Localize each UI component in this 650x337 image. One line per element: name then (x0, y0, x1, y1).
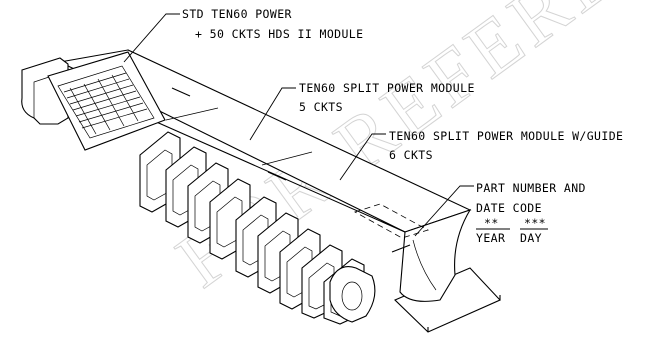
leader-lines (123, 13, 474, 237)
hds-module (21, 51, 166, 151)
callout-part-number-line1: PART NUMBER AND (476, 181, 586, 195)
connector-body (47, 49, 501, 333)
callout-split-guide: TEN60 SPLIT POWER MODULE W/GUIDE 6 CKTS (389, 129, 623, 162)
day-code: *** (524, 216, 546, 230)
leader-std-power (123, 13, 180, 63)
pin-field (63, 72, 148, 135)
guide-post (329, 266, 376, 323)
callout-part-number: PART NUMBER AND DATE CODE ** YEAR *** DA… (476, 181, 586, 245)
callout-std-power-line1: STD TEN60 POWER (182, 7, 292, 21)
day-label: DAY (520, 231, 542, 245)
leader-part-number (414, 185, 474, 237)
callout-split-power: TEN60 SPLIT POWER MODULE 5 CKTS (299, 81, 475, 114)
callout-std-power: STD TEN60 POWER + 50 CKTS HDS II MODULE (182, 7, 363, 41)
leader-split-guide (339, 133, 386, 181)
callout-split-guide-line2: 6 CKTS (389, 148, 433, 162)
callout-split-power-line2: 5 CKTS (299, 100, 343, 114)
callout-split-guide-line1: TEN60 SPLIT POWER MODULE W/GUIDE (389, 129, 623, 143)
callout-split-power-line1: TEN60 SPLIT POWER MODULE (299, 81, 475, 95)
year-code: ** (484, 216, 499, 230)
year-label: YEAR (476, 231, 505, 245)
callout-part-number-line2: DATE CODE (476, 201, 542, 215)
callout-std-power-line2: + 50 CKTS HDS II MODULE (195, 27, 363, 41)
date-code-box (353, 203, 430, 239)
leader-split-power (249, 87, 296, 141)
